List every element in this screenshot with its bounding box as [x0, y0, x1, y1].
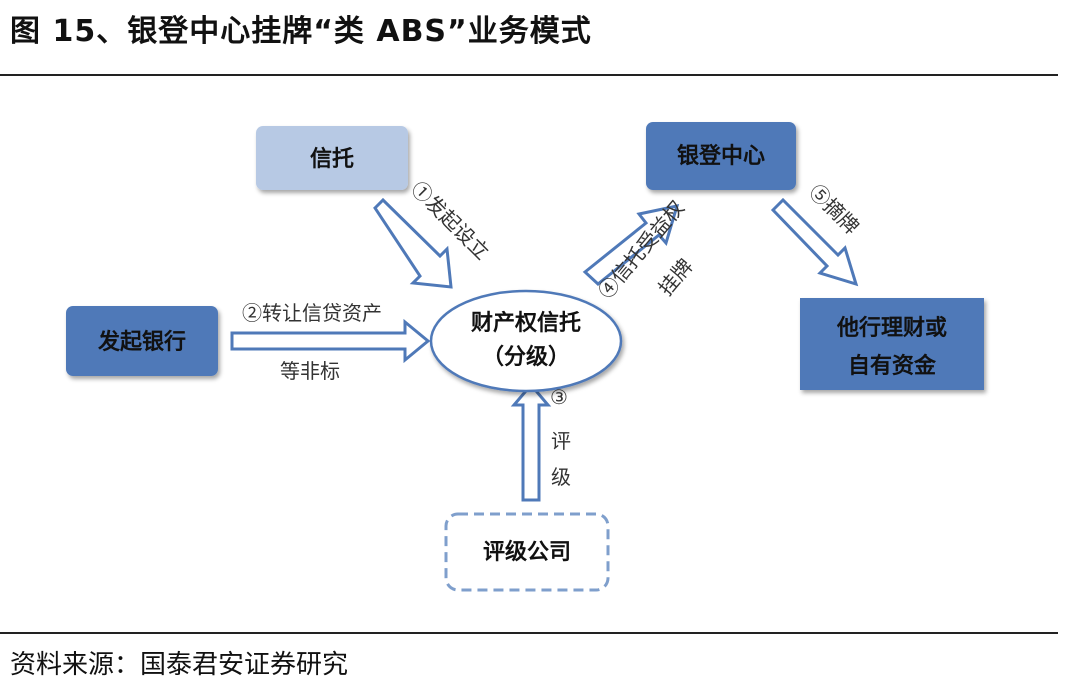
arrow-yindeng-to-investors [770, 197, 859, 287]
arrow-rating-to-property-trust [510, 382, 552, 502]
node-property-trust-line1: 财产权信托 [471, 310, 581, 336]
edge-step2-label-below: 等非标 [280, 359, 340, 383]
figure-title: 图 15、银登中心挂牌“类 ABS”业务模式 [10, 14, 592, 49]
bottom-rule [0, 632, 1058, 634]
node-yindeng-center-label: 银登中心 [677, 144, 765, 169]
node-yindeng-center: 银登中心 [646, 122, 796, 190]
arrow-property-trust-to-yindeng [582, 204, 680, 286]
node-rating-agency-label: 评级公司 [483, 539, 571, 565]
edge-step3-char1: 评 [551, 429, 571, 453]
node-rating-agency: 评级公司 [444, 512, 610, 592]
node-investors-line1: 他行理财或 [836, 315, 947, 341]
edge-step3-number: ③ [550, 385, 568, 409]
node-originating-bank-label: 发起银行 [97, 329, 186, 355]
node-investors: 他行理财或 自有资金 [800, 298, 984, 390]
node-property-trust-line2: （分级） [482, 344, 570, 370]
node-property-trust: 财产权信托 （分级） [429, 289, 623, 393]
edge-step3-char2: 级 [551, 465, 571, 489]
edge-step2-label-above: ②转让信贷资产 [242, 301, 382, 325]
node-trust: 信托 [256, 126, 408, 190]
top-rule [0, 74, 1058, 76]
node-trust-label: 信托 [310, 146, 354, 172]
node-originating-bank: 发起银行 [66, 306, 218, 376]
arrow-bank-to-property-trust [230, 318, 431, 364]
node-investors-line2: 自有资金 [848, 353, 937, 379]
arrow-trust-to-property-trust [373, 197, 453, 289]
source-note: 资料来源：国泰君安证券研究 [10, 650, 349, 680]
edge-step4-label-line2: 挂牌 [653, 254, 697, 300]
